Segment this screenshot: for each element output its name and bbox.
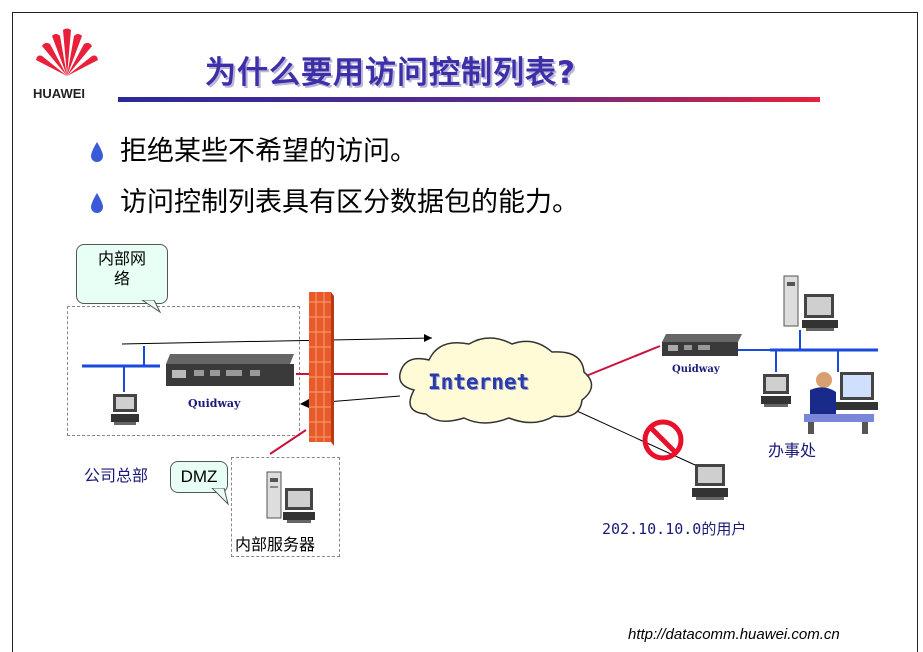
bubble-tail: [211, 488, 229, 506]
traffic-arrow-out: [121, 337, 433, 345]
bubble-tail: [141, 300, 162, 314]
dmz-zone: [231, 457, 340, 557]
logo-text: HUAWEI: [33, 86, 85, 101]
pc-icon: [692, 464, 728, 500]
internal-network-zone: [67, 306, 300, 436]
bullet-drop-icon: [91, 142, 103, 162]
pc-icon: [761, 374, 791, 407]
huawei-logo: [36, 28, 98, 76]
blocked-link: [565, 405, 707, 471]
footer-url: http://datacomm.huawei.com.cn: [628, 626, 840, 643]
bullet-item: 拒绝某些不希望的访问。: [120, 136, 417, 167]
router-label: Quidway: [188, 397, 241, 410]
firewall-icon: [309, 292, 334, 446]
router-icon: [166, 354, 294, 386]
bubble-line: 络: [113, 269, 130, 288]
cloud-label: Internet: [428, 370, 530, 394]
link-line: [585, 345, 661, 377]
bullet-item: 访问控制列表具有区分数据包的能力。: [120, 187, 579, 218]
pc-icon: [111, 394, 139, 425]
title-underline: [118, 97, 820, 102]
no-entry-icon: [642, 419, 684, 461]
slide-frame: [12, 12, 918, 652]
link-line: [269, 429, 307, 455]
blocked-user-label: 202.10.10.0的用户: [602, 520, 747, 538]
router-icon: [662, 334, 742, 356]
cloud-icon: [399, 337, 593, 424]
server-icon: [266, 471, 315, 523]
router-label: Quidway: [672, 364, 720, 375]
office-label: 办事处: [768, 441, 817, 460]
server-icon: [783, 275, 838, 331]
person-at-desk-icon: [804, 372, 878, 434]
internal-server-label: 内部服务器: [235, 535, 316, 554]
bullet-drop-icon: [91, 193, 103, 213]
internal-network-bubble: 内部网 络: [76, 244, 168, 304]
hq-label: 公司总部: [84, 466, 149, 485]
page-title: 为什么要用访问控制列表?: [205, 55, 576, 91]
bubble-line: 内部网: [97, 249, 146, 268]
